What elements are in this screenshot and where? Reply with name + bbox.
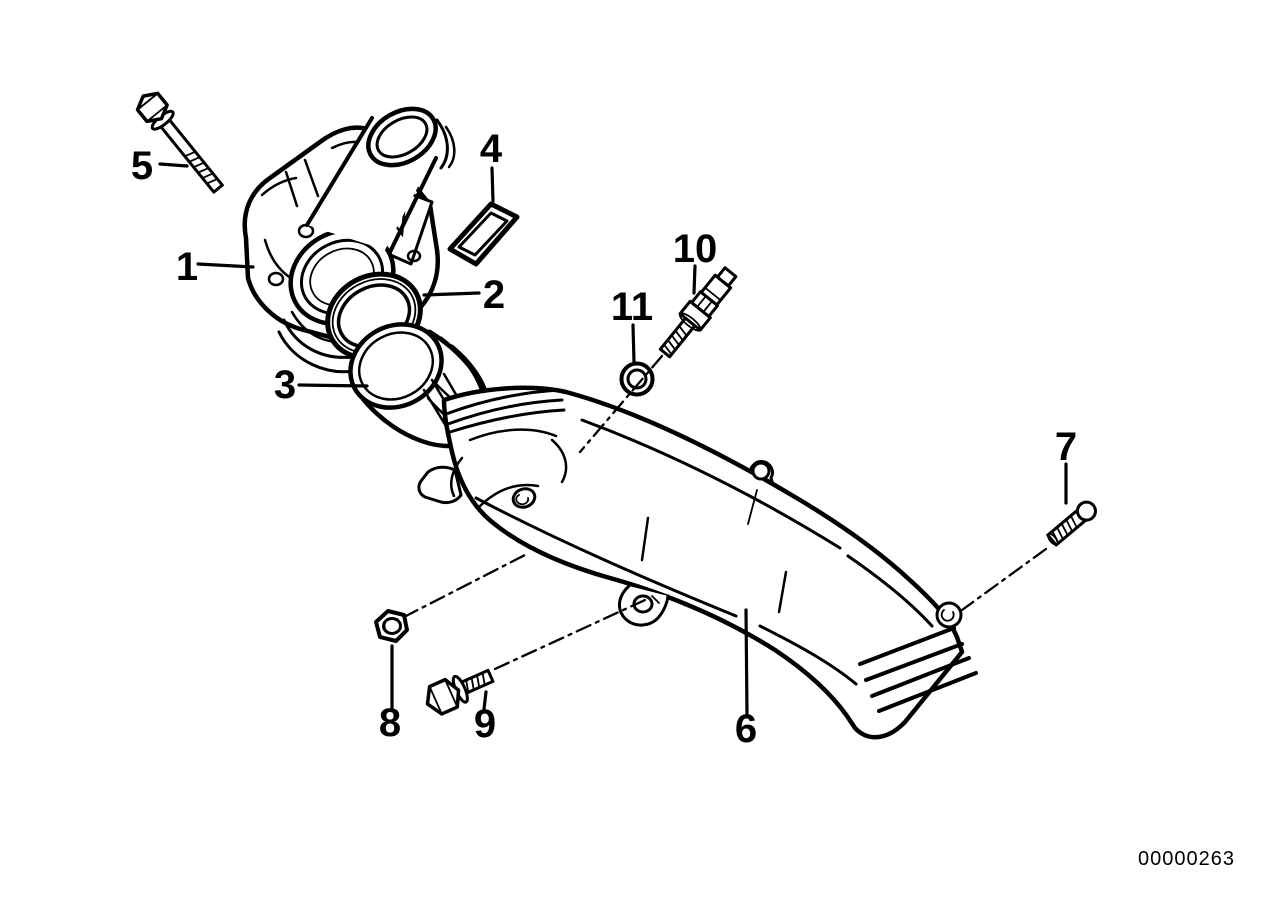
callout-5[interactable]: 5 xyxy=(131,144,153,188)
drawing-number: 00000263 xyxy=(1138,848,1235,870)
leader-3 xyxy=(297,383,369,388)
leader-11 xyxy=(631,323,636,364)
pipe-fork-lug xyxy=(417,465,463,505)
callout-10[interactable]: 10 xyxy=(673,227,718,271)
callout-8[interactable]: 8 xyxy=(379,701,401,745)
axis-bolt-to-tab xyxy=(493,598,647,671)
callout-9[interactable]: 9 xyxy=(474,702,496,746)
part-sealing-ring xyxy=(619,361,655,397)
part-thermostat-housing xyxy=(242,106,456,374)
axis-nut-to-pipe xyxy=(402,553,527,619)
leader-2 xyxy=(422,291,481,297)
leader-4 xyxy=(490,166,495,203)
leader-10 xyxy=(692,264,697,295)
part-threaded-stud xyxy=(1046,500,1097,547)
leader-1 xyxy=(196,262,255,269)
leader-9 xyxy=(482,690,488,711)
assembly-axis-lines xyxy=(402,354,1048,671)
housing-neck-opening xyxy=(366,106,438,168)
pipe-end-boss xyxy=(935,601,963,629)
callout-2[interactable]: 2 xyxy=(483,273,505,317)
callout-labels: 1 2 3 4 5 6 7 8 9 10 11 xyxy=(131,127,1077,751)
part-gasket xyxy=(447,201,520,267)
callout-7[interactable]: 7 xyxy=(1055,425,1077,469)
callout-1[interactable]: 1 xyxy=(176,245,198,289)
callout-3[interactable]: 3 xyxy=(274,363,296,407)
leader-lines xyxy=(158,162,1068,716)
bracket-hole xyxy=(751,461,771,481)
part-coolant-pipe xyxy=(417,385,978,740)
axis-sensor-to-pipe xyxy=(578,354,664,454)
callout-6[interactable]: 6 xyxy=(735,707,757,751)
part-hex-bolt-short xyxy=(425,668,495,716)
part-temperature-sensor xyxy=(658,266,738,359)
axis-stud-to-boss xyxy=(960,547,1048,612)
leader-6 xyxy=(744,608,749,716)
part-hex-bolt-long xyxy=(135,91,224,194)
callout-11[interactable]: 11 xyxy=(611,285,653,329)
part-hex-nut xyxy=(374,609,409,643)
callout-4[interactable]: 4 xyxy=(480,127,503,171)
pipe-tab xyxy=(617,584,670,627)
leader-5 xyxy=(158,162,189,168)
